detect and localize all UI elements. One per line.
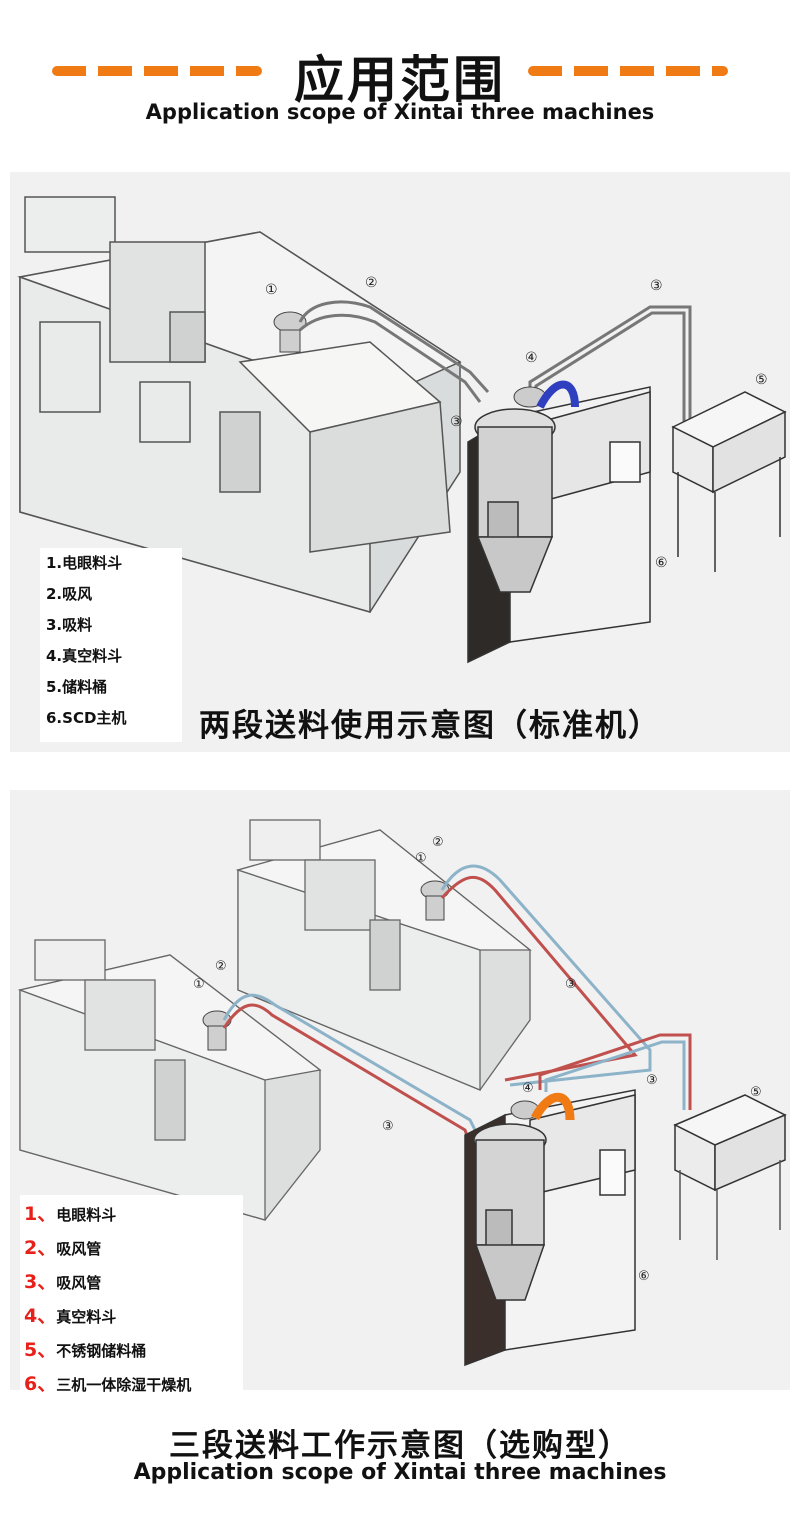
electric-eye-hoppers — [202, 880, 450, 1051]
diagram2-panel: ① ② ① ② ③ ③ ③ ④ ⑤ ⑥ — [10, 790, 790, 1390]
diagram2-legend: 1、电眼料斗 2、吸风管 3、吸风管 4、真空料斗 5、不锈钢储料桶 6、三机一… — [20, 1195, 243, 1407]
legend1-item-3: 3.吸料 — [46, 616, 93, 634]
callout-6: ⑥ — [638, 1269, 650, 1284]
vacuum-hopper — [510, 1092, 575, 1121]
legend1-item-5: 5.储料桶 — [46, 678, 108, 696]
diagram2-callouts: ① ② ① ② ③ ③ ③ ④ ⑤ ⑥ — [193, 835, 762, 1284]
callout-1: ① — [265, 282, 278, 298]
callout-4: ④ — [525, 350, 538, 366]
page-subtitle: Application scope of Xintai three machin… — [145, 100, 655, 124]
title-dash-left — [52, 66, 262, 76]
callout-3c: ③ — [646, 1073, 658, 1088]
legend2-item-4: 4、真空料斗 — [24, 1305, 117, 1327]
legend2-item-2: 2、吸风管 — [24, 1237, 102, 1259]
callout-1b: ① — [193, 977, 205, 992]
storage-bin — [671, 391, 787, 572]
diagram1-callouts: ① ② ③ ③ ④ ⑤ ⑥ — [265, 275, 768, 571]
electric-eye-hopper — [273, 311, 307, 353]
callout-3b: ③ — [382, 1119, 394, 1134]
legend2-item-5: 5、不锈钢储料桶 — [24, 1339, 147, 1361]
legend1-item-1: 1.电眼料斗 — [46, 554, 123, 572]
legend2-item-6: 6、三机一体除湿干燥机 — [24, 1373, 192, 1395]
injection-molding-machine — [17, 196, 462, 613]
footer-subtitle: Application scope of Xintai three machin… — [133, 1460, 667, 1485]
callout-2b: ② — [215, 959, 227, 974]
callout-1a: ① — [415, 851, 427, 866]
callout-2: ② — [365, 275, 378, 291]
vacuum-hopper — [513, 380, 579, 409]
callout-3a: ③ — [650, 278, 663, 294]
scd-main-unit — [467, 386, 651, 664]
stainless-storage-bin — [673, 1094, 787, 1260]
diagram1-legend: 1.电眼料斗 2.吸风 3.吸料 4.真空料斗 5.储料桶 6.SCD主机 — [40, 548, 182, 742]
callout-3a: ③ — [565, 977, 577, 992]
legend1-item-2: 2.吸风 — [46, 585, 93, 603]
callout-5: ⑤ — [755, 372, 768, 388]
diagram2-illustration: ① ② ① ② ③ ③ ③ ④ ⑤ ⑥ — [17, 819, 787, 1367]
three-in-one-dryer — [464, 1089, 636, 1367]
callout-5: ⑤ — [750, 1085, 762, 1100]
legend2-item-3: 3、吸风管 — [24, 1271, 102, 1293]
legend1-item-6: 6.SCD主机 — [46, 709, 127, 727]
title-dash-right — [528, 66, 728, 76]
injection-molding-machine-front — [17, 939, 322, 1221]
callout-3b: ③ — [450, 414, 463, 430]
page-title: 应用范围 — [294, 51, 506, 109]
legend1-item-4: 4.真空料斗 — [46, 647, 123, 665]
diagram2-caption: 三段送料工作示意图（选购型） — [169, 1428, 631, 1464]
callout-2a: ② — [432, 835, 444, 850]
callout-6: ⑥ — [655, 555, 668, 571]
callout-4: ④ — [522, 1081, 534, 1096]
diagram1-caption: 两段送料使用示意图（标准机） — [199, 708, 661, 744]
legend2-item-1: 1、电眼料斗 — [24, 1203, 117, 1225]
diagram1-illustration: ① ② ③ ③ ④ ⑤ ⑥ — [17, 196, 787, 664]
injection-molding-machine-back — [235, 819, 532, 1091]
conveying-pipes — [222, 864, 692, 1151]
